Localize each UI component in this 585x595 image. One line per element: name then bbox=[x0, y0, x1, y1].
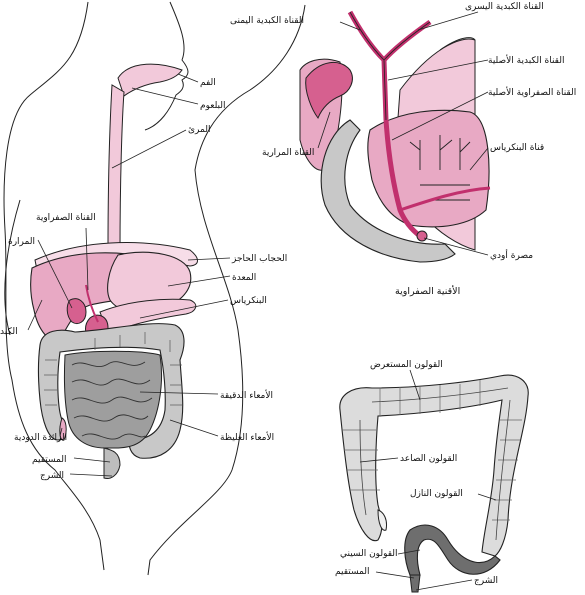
small-intestine-loops bbox=[71, 361, 153, 440]
digestive-labels: الفم البلعوم المرئ القناة الصفراوية المر… bbox=[0, 78, 287, 481]
label-ascending-colon: القولون الصاعد bbox=[400, 454, 457, 464]
oral-cavity bbox=[117, 63, 183, 97]
label-small-intestine: الأمعاء الدقيقة bbox=[220, 389, 273, 401]
label-cystic-duct: القناة المرارية bbox=[262, 148, 314, 158]
digestive-leader-lines bbox=[27, 73, 231, 477]
label-left-hepatic-duct: القناة الكبدية اليسرى bbox=[465, 2, 544, 12]
duodenum-curve bbox=[320, 119, 456, 263]
label-sphincter-of-oddi: مصرة أودي bbox=[490, 249, 533, 261]
label-appendix: الزائدة الدودية bbox=[14, 433, 67, 443]
label-pancreatic-duct: قناة البنكرياس bbox=[490, 143, 544, 153]
colon-frame bbox=[339, 374, 529, 557]
label-diaphragm: الحجاب الحاجز bbox=[231, 254, 287, 264]
label-common-bile-duct: القناة الصفراوية الأصلية bbox=[488, 86, 576, 98]
colon-appendix bbox=[377, 509, 387, 531]
label-stomach: المعدة bbox=[232, 273, 256, 283]
bile-ducts-panel: القناة الكبدية اليسرى القناة الكبدية الي… bbox=[230, 2, 576, 297]
haustra-marks bbox=[44, 332, 182, 406]
sphincter-oddi bbox=[416, 230, 428, 242]
label-colon-anus: الشرج bbox=[474, 576, 498, 586]
label-pharynx: البلعوم bbox=[200, 101, 226, 111]
pancreatic-duct bbox=[399, 186, 491, 212]
label-bile-duct: القناة الصفراوية bbox=[36, 213, 96, 223]
label-colon-rectum: المستقيم bbox=[335, 567, 369, 577]
pancreas-lobules bbox=[409, 135, 471, 201]
colon-rectum bbox=[409, 574, 421, 593]
body-outline-right bbox=[147, 4, 306, 576]
left-arm bbox=[4, 199, 21, 336]
digestive-system-panel: الفم البلعوم المرئ القناة الصفراوية المر… bbox=[0, 1, 306, 576]
colon-haustra bbox=[342, 380, 522, 521]
label-liver: الكبد bbox=[0, 327, 18, 337]
cystic-duct-curve bbox=[305, 62, 353, 120]
esophagus-tube bbox=[107, 84, 125, 253]
label-gallbladder: المرارة bbox=[8, 237, 35, 247]
colon-leader-lines bbox=[359, 369, 497, 591]
label-anus: الشرج bbox=[40, 471, 64, 481]
label-common-hepatic-duct: القناة الكبدية الأصلية bbox=[488, 54, 564, 66]
body-outline bbox=[3, 1, 105, 571]
colon-labels: القولون المستعرض القولون الصاعد القولون … bbox=[335, 360, 498, 586]
tenia-line bbox=[359, 387, 511, 541]
colon-panel: القولون المستعرض القولون الصاعد القولون … bbox=[335, 360, 529, 593]
bile-ducts-title: الأقنية الصفراوية bbox=[395, 285, 460, 297]
label-esophagus: المرئ bbox=[188, 125, 210, 135]
label-large-intestine: الأمعاء الغليظة bbox=[220, 431, 274, 443]
bile-duct-line bbox=[85, 284, 99, 323]
liver-edge bbox=[439, 37, 476, 51]
label-sigmoid-colon: القولون السيني bbox=[340, 549, 398, 559]
hepatic-ducts-outline bbox=[349, 11, 431, 121]
label-mouth: الفم bbox=[200, 78, 216, 88]
bile-ducts-leader-lines bbox=[317, 11, 489, 256]
gallbladder-shape bbox=[66, 298, 87, 325]
appendix-shape bbox=[59, 417, 67, 441]
label-right-hepatic-duct: القناة الكبدية اليمنى bbox=[230, 16, 304, 26]
label-transverse-colon: القولون المستعرض bbox=[370, 360, 443, 370]
bile-ducts-labels: القناة الكبدية اليسرى القناة الكبدية الي… bbox=[230, 2, 576, 297]
label-rectum: المستقيم bbox=[32, 455, 66, 465]
rectum-shape bbox=[103, 447, 121, 479]
head-profile bbox=[144, 1, 189, 131]
label-pancreas: البنكرياس bbox=[230, 296, 267, 306]
label-descending-colon: القولون النازل bbox=[410, 489, 463, 499]
